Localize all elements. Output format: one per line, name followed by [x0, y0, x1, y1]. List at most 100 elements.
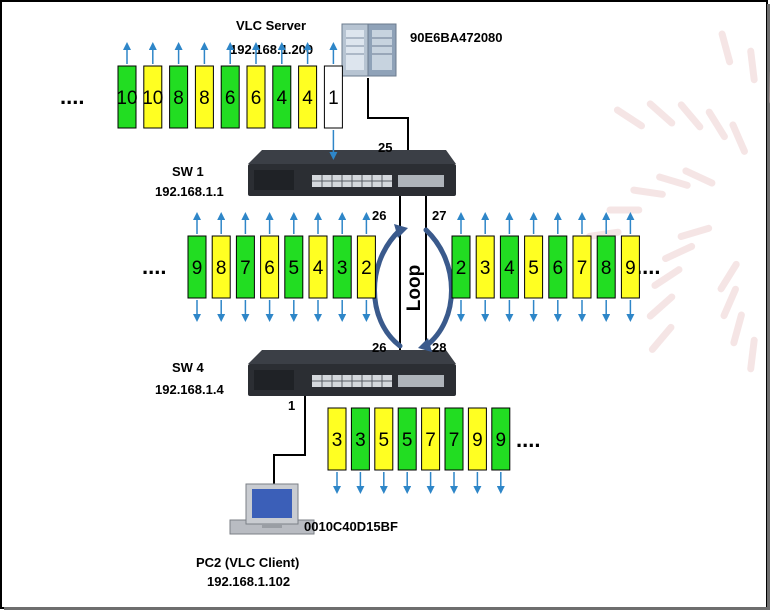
packet-middle-right: 3 [475, 235, 495, 299]
packet-box [187, 235, 207, 299]
packet-label: 3 [480, 258, 491, 279]
packet-box [620, 235, 640, 299]
packet-label: 5 [379, 430, 390, 451]
packet-box [323, 65, 343, 129]
packet-middle-left: 8 [211, 235, 231, 299]
packet-label: 2 [361, 258, 372, 279]
packet-label: 8 [199, 88, 210, 109]
packet-bottom: 5 [374, 407, 394, 471]
packet-label: 7 [240, 258, 251, 279]
packet-box [596, 235, 616, 299]
packet-bottom: 3 [350, 407, 370, 471]
packet-top: 8 [194, 65, 214, 129]
packet-box [117, 65, 137, 129]
sw4-switch-icon [248, 350, 456, 396]
packet-label: 10 [142, 88, 163, 109]
packet-middle-left: 5 [284, 235, 304, 299]
packet-box [467, 407, 487, 471]
packet-label: 9 [625, 258, 636, 279]
packet-box [260, 235, 280, 299]
packet-label: 9 [472, 430, 483, 451]
frame-shadow [4, 607, 768, 610]
packet-top: 4 [272, 65, 292, 129]
packet-box [548, 235, 568, 299]
packet-label: 3 [337, 258, 348, 279]
desktop-pc-icon [229, 483, 315, 535]
packet-box [143, 65, 163, 129]
packet-box [235, 235, 255, 299]
packet-bottom: 5 [397, 407, 417, 471]
sw1-ip: 192.168.1.1 [155, 184, 224, 199]
packet-box [499, 235, 519, 299]
packet-box [524, 235, 544, 299]
packet-top: 1 [323, 65, 343, 129]
packet-label: 5 [528, 258, 539, 279]
server-mac: 90E6BA472080 [410, 30, 503, 45]
packet-box [475, 235, 495, 299]
packet-box [298, 65, 318, 129]
packet-label: 7 [425, 430, 436, 451]
packet-label: 3 [355, 430, 366, 451]
packet-box [308, 235, 328, 299]
packet-label: 9 [192, 258, 203, 279]
cable-sw4-pc [273, 395, 306, 496]
packet-middle-right: 2 [451, 235, 471, 299]
packet-bottom: 7 [444, 407, 464, 471]
client-name: PC2 (VLC Client) [196, 555, 299, 570]
packet-box [374, 407, 394, 471]
packet-middle-left: 7 [235, 235, 255, 299]
server-ip: 192.168.1.200 [230, 42, 313, 57]
packet-bottom: 9 [491, 407, 511, 471]
packet-box [451, 235, 471, 299]
packet-top: 10 [142, 65, 163, 129]
packet-bottom: 9 [467, 407, 487, 471]
packet-box [211, 235, 231, 299]
server-name: VLC Server [236, 18, 306, 33]
sw1-switch-icon [248, 150, 456, 196]
packet-label: 8 [601, 258, 612, 279]
packet-label: 6 [225, 88, 236, 109]
packet-middle-right: 8 [596, 235, 616, 299]
packet-box [272, 65, 292, 129]
packet-box [572, 235, 592, 299]
packet-label: 4 [504, 258, 515, 279]
packet-middle-left: 4 [308, 235, 328, 299]
loop-arc-right [423, 227, 454, 349]
packet-label: 4 [302, 88, 313, 109]
packet-box [246, 65, 266, 129]
packet-middle-right: 6 [548, 235, 568, 299]
packet-box [327, 407, 347, 471]
loop-arrowheads [394, 224, 432, 352]
port-sw1-server: 25 [378, 140, 392, 155]
packet-middle-left: 6 [260, 235, 280, 299]
packet-middle-left: 9 [187, 235, 207, 299]
sw4-ip: 192.168.1.4 [155, 382, 224, 397]
frame-shadow-right [767, 4, 770, 610]
packet-box [444, 407, 464, 471]
packet-top: 6 [246, 65, 266, 129]
packet-box [356, 235, 376, 299]
sw4-name: SW 4 [172, 360, 205, 375]
packet-label: 6 [251, 88, 262, 109]
packet-top: 10 [116, 65, 138, 129]
packet-box [220, 65, 240, 129]
packet-label: 8 [216, 258, 227, 279]
packet-label: 4 [313, 258, 324, 279]
packet-label: 5 [289, 258, 300, 279]
packet-top: 6 [220, 65, 240, 129]
packet-middle-right: 7 [572, 235, 592, 299]
packet-bottom: 3 [327, 407, 347, 471]
cable-server-sw1 [367, 78, 409, 164]
sw1-name: SW 1 [172, 164, 204, 179]
port-sw4-left: 26 [372, 340, 386, 355]
packet-label: 9 [496, 430, 507, 451]
ellipsis-middle-left: .... [142, 254, 166, 279]
client-ip: 192.168.1.102 [207, 574, 290, 589]
packet-label: 7 [577, 258, 588, 279]
packet-middle-right: 5 [524, 235, 544, 299]
packet-label: 2 [456, 258, 467, 279]
packet-label: 6 [264, 258, 275, 279]
packet-middle-right: 9 [620, 235, 640, 299]
packet-box [284, 235, 304, 299]
